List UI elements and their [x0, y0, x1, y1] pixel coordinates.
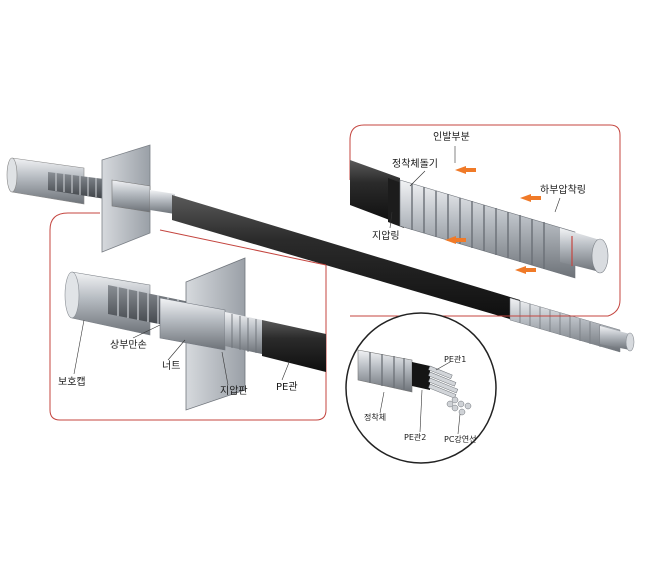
- label-pe-gwan2: PE관2: [404, 433, 427, 442]
- cross-section-inset: [345, 312, 497, 464]
- label-pe-gwan: PE관: [276, 382, 298, 393]
- label-sangbu-manson: 상부만손: [110, 340, 147, 351]
- pull-arrows: [445, 166, 541, 274]
- label-pc-gangyeonseon: PC강연선: [444, 435, 477, 444]
- label-bohocap: 보호캡: [58, 377, 86, 388]
- label-jeongchakche: 정착체: [364, 413, 387, 422]
- label-pe-gwan1: PE관1: [444, 355, 467, 364]
- label-nut: 너트: [162, 361, 181, 372]
- detail-frame-left: [49, 212, 327, 421]
- label-jeongchakche-dolgi: 정착체돌기: [392, 159, 438, 170]
- label-habu-apchakring: 하부압착링: [540, 185, 586, 196]
- label-jiappan: 지압판: [220, 386, 248, 397]
- detail-frame-right: [349, 124, 621, 317]
- pe-tube: [172, 195, 635, 353]
- upper-anchor: [6, 144, 175, 253]
- label-jiap-ring: 지압링: [372, 231, 400, 242]
- label-inbal-bubun: 인발부분: [433, 132, 470, 143]
